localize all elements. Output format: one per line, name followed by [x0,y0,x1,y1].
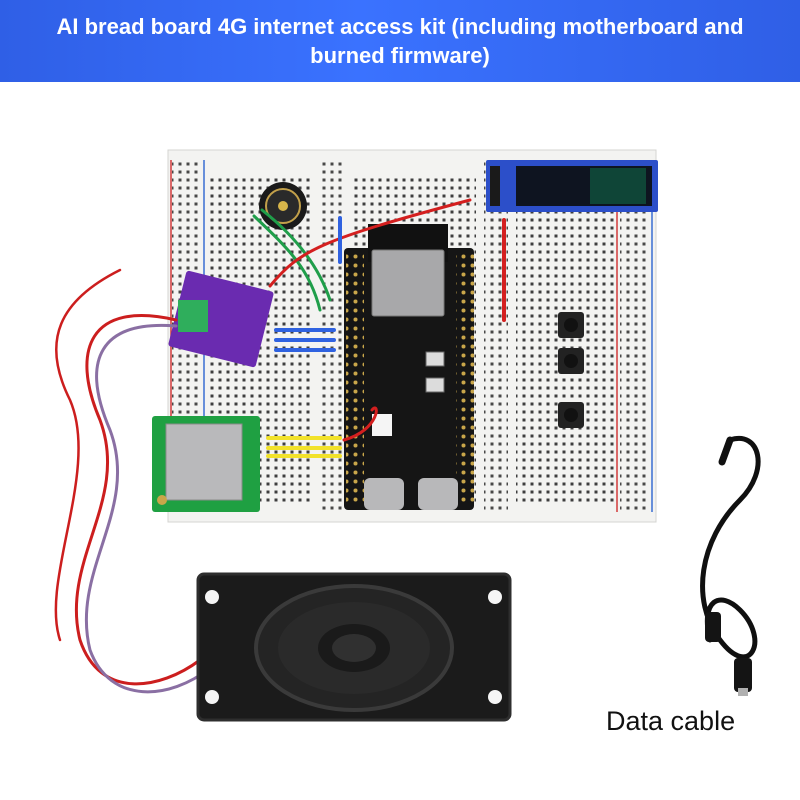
title-banner: AI bread board 4G internet access kit (i… [0,0,800,82]
microphone-module [259,182,307,230]
usb-c-data-cable [700,435,761,696]
jumper-wires [252,198,506,458]
speaker-cables [54,268,212,694]
amplifier-module [168,270,274,368]
speaker [196,572,512,722]
push-buttons [558,312,584,428]
data-cable-caption: Data cable [606,706,736,736]
oled-display-module [486,160,658,212]
4g-network-module [152,416,260,512]
esp32-main-board [344,224,474,510]
page-title: AI bread board 4G internet access kit (i… [56,14,744,68]
product-photo [54,149,761,722]
